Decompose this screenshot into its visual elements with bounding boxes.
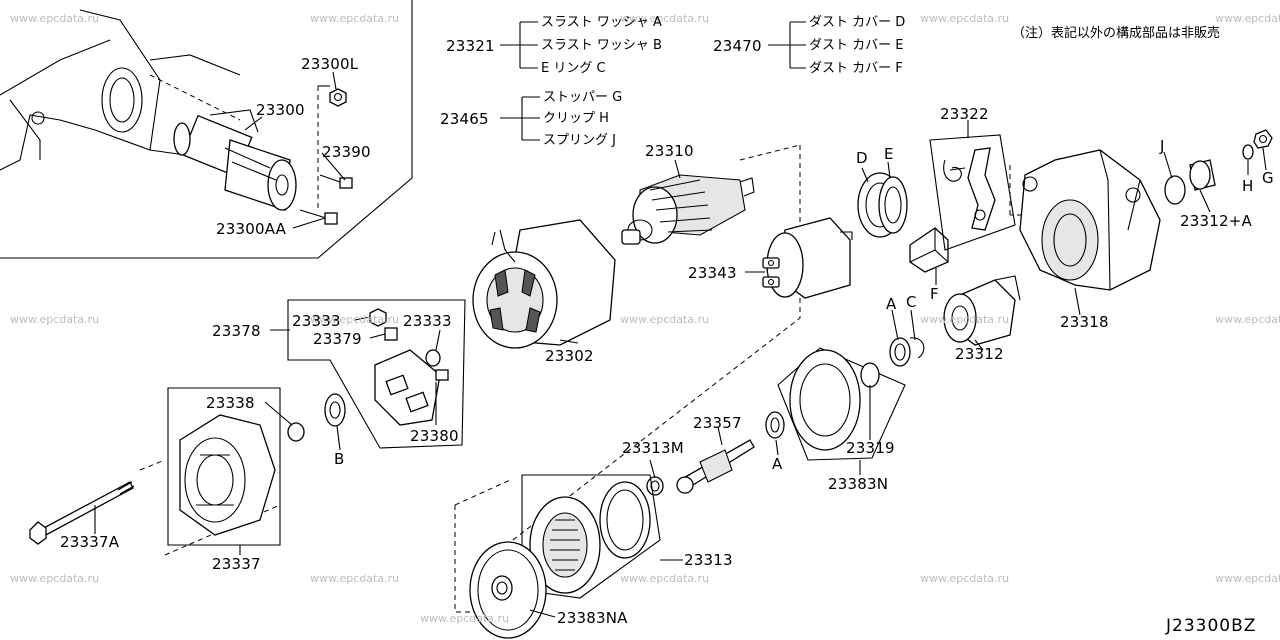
group-item: ダスト カバー F	[809, 61, 903, 76]
part-label-23312A[interactable]: 23312+A	[1180, 212, 1252, 230]
letter-callout-B: B	[334, 450, 345, 468]
watermark: www.epcdata.ru	[10, 313, 100, 326]
yoke-23302	[472, 219, 616, 349]
watermark: www.epcdata.ru	[620, 313, 710, 326]
part-label-23383N[interactable]: 23383N	[828, 475, 889, 493]
part-label-23333[interactable]: 23333	[292, 312, 341, 330]
part-label-23338[interactable]: 23338	[206, 394, 255, 412]
watermark: www.epcdata.ru	[310, 313, 400, 326]
watermark: www.epcdata.ru	[920, 572, 1010, 585]
group-item: ダスト カバー D	[809, 15, 906, 30]
armature-23310	[621, 174, 755, 245]
watermark: www.epcdata.ru	[1215, 313, 1280, 326]
part-label-23313[interactable]: 23313	[684, 551, 733, 569]
letter-callout-A: A	[886, 295, 897, 313]
group-item: ダスト カバー E	[809, 38, 904, 53]
part-label-23312[interactable]: 23312	[955, 345, 1004, 363]
clutch-23312	[889, 275, 1021, 367]
part-label-23383NA[interactable]: 23383NA	[557, 609, 628, 627]
part-label-23357[interactable]: 23357	[693, 414, 742, 432]
letter-callout-E: E	[884, 145, 894, 163]
letter-callout-G: G	[1262, 169, 1274, 187]
letter-callout-D: D	[856, 149, 868, 167]
group-item: ストッパー G	[543, 90, 623, 105]
diagram-code: J23300BZ	[1166, 616, 1257, 636]
part-label-23470[interactable]: 23470	[713, 37, 762, 55]
plate-23383NA	[469, 541, 547, 639]
pinion-parts	[1164, 129, 1273, 205]
letter-callout-A: A	[772, 455, 783, 473]
watermark: www.epcdata.ru	[620, 572, 710, 585]
part-label-23390[interactable]: 23390	[322, 143, 371, 161]
part-label-23313M[interactable]: 23313M	[622, 439, 684, 457]
part-label-23337[interactable]: 23337	[212, 555, 261, 573]
watermark: www.epcdata.ru	[1215, 12, 1280, 25]
lever-23322	[929, 134, 1016, 251]
part-label-23322[interactable]: 23322	[940, 105, 989, 123]
part-label-23465[interactable]: 23465	[440, 110, 489, 128]
part-label-23318[interactable]: 23318	[1060, 313, 1109, 331]
group-item: スラスト ワッシャ A	[541, 15, 662, 30]
part-label-23378[interactable]: 23378	[212, 322, 261, 340]
part-label-23343[interactable]: 23343	[688, 264, 737, 282]
part-label-23319[interactable]: 23319	[846, 439, 895, 457]
part-label-23302[interactable]: 23302	[545, 347, 594, 365]
part-label-23321[interactable]: 23321	[446, 37, 495, 55]
part-label-23380[interactable]: 23380	[410, 427, 459, 445]
non-sale-note: （注）表記以外の構成部品は非販売	[1012, 26, 1221, 41]
group-item: E リング C	[541, 61, 606, 76]
part-label-23333[interactable]: 23333	[403, 312, 452, 330]
gear-set-23313	[521, 474, 661, 599]
through-bolt-23337A	[29, 481, 135, 545]
part-label-23337A[interactable]: 23337A	[60, 533, 120, 551]
part-label-23300L[interactable]: 23300L	[301, 55, 359, 73]
rear-cover-23337	[167, 387, 346, 546]
watermark: www.epcdata.ru	[420, 612, 510, 625]
watermark: www.epcdata.ru	[10, 12, 100, 25]
watermark: www.epcdata.ru	[310, 12, 400, 25]
shaft-23357	[646, 439, 755, 496]
dust-covers	[857, 172, 949, 273]
group-item: スラスト ワッシャ B	[541, 38, 662, 53]
watermark: www.epcdata.ru	[620, 12, 710, 25]
letter-callout-C: C	[906, 293, 917, 311]
letter-callout-J: J	[1160, 137, 1165, 155]
watermark: www.epcdata.ru	[1215, 572, 1280, 585]
part-label-23300[interactable]: 23300	[256, 101, 305, 119]
gear-housing-23383N	[765, 347, 906, 461]
part-label-23379[interactable]: 23379	[313, 330, 362, 348]
brush-holder-23378	[287, 299, 466, 449]
vehicle-inset	[0, 0, 413, 259]
housing-23318	[1019, 149, 1161, 291]
watermark: www.epcdata.ru	[10, 572, 100, 585]
group-brackets	[500, 21, 806, 141]
watermark: www.epcdata.ru	[920, 313, 1010, 326]
letter-callout-H: H	[1242, 177, 1254, 195]
solenoid-23343	[762, 217, 853, 299]
part-label-23300AA[interactable]: 23300AA	[216, 220, 287, 238]
leader-lines	[94, 71, 1267, 618]
part-label-23310[interactable]: 23310	[645, 142, 694, 160]
watermark: www.epcdata.ru	[310, 572, 400, 585]
group-item: クリップ H	[543, 111, 609, 126]
group-item: スプリング J	[543, 133, 616, 148]
letter-callout-F: F	[930, 285, 939, 303]
watermark: www.epcdata.ru	[920, 12, 1010, 25]
